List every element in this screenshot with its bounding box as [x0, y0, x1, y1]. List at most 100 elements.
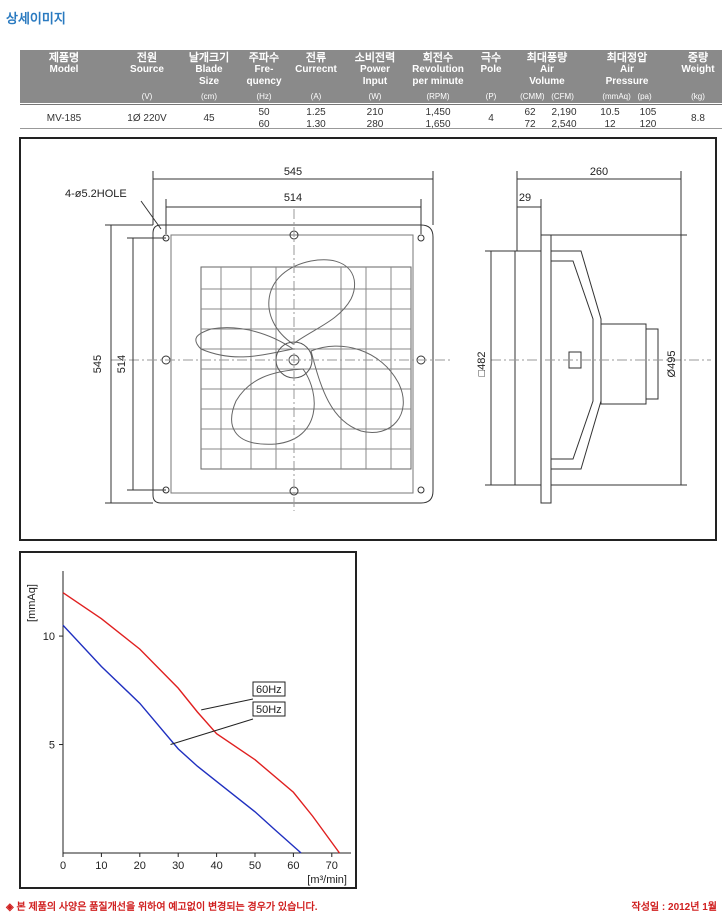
- spec-header-ko: 회전수: [422, 52, 454, 64]
- spec-header-ko: 전류: [305, 52, 327, 64]
- spec-cell-pa-0: 105: [639, 107, 657, 118]
- technical-drawing: 545 514 545 514 4-ø5.2HOLE 260 29 □482 Ø…: [19, 137, 717, 541]
- dim-side-flange: 29: [519, 192, 531, 204]
- x-axis-label: [m³/min]: [307, 874, 347, 886]
- dim-side-depth: 260: [590, 166, 608, 178]
- spec-header-en: Revolution per minute: [412, 64, 464, 87]
- spec-unit-7: (P): [485, 92, 497, 101]
- spec-cell-mmaq-0: 10.5: [600, 107, 620, 118]
- x-tick-label: 20: [134, 860, 146, 872]
- footer-date: 작성일 : 2012년 1월: [631, 902, 717, 913]
- footer-note: ◈ 본 제품의 사양은 품질개선을 위하여 예고없이 변경되는 경우가 있습니다…: [6, 902, 318, 913]
- spec-unit-4: (A): [310, 92, 322, 101]
- spec-cell-model: MV-185: [46, 113, 82, 124]
- spec-cell-mmaq-1: 12: [604, 119, 616, 130]
- series-line-60Hz: [62, 592, 341, 854]
- spec-header-ko: 최대풍량: [526, 52, 568, 64]
- spec-table-divider: [20, 104, 722, 105]
- fan-blades: [195, 259, 404, 445]
- spec-cell-pa-1: 120: [639, 119, 657, 130]
- front-plate: [152, 224, 434, 504]
- series-line-50Hz: [62, 624, 302, 854]
- dim-front-width-outer: 545: [284, 166, 302, 178]
- x-tick-label: 50: [249, 860, 261, 872]
- side-view: [485, 171, 711, 504]
- spec-cell-cfm-0: 2,190: [551, 107, 577, 118]
- spec-header-en: Blade Size: [195, 64, 223, 87]
- legend-box-1: [252, 701, 286, 717]
- spec-cell-weight: 8.8: [691, 113, 705, 124]
- spec-table-bottom-line: [20, 128, 722, 129]
- legend-label-0: 60Hz: [256, 684, 282, 696]
- spec-cell-rpm-1: 1,650: [425, 119, 451, 130]
- spec-cell-rpm-0: 1,450: [425, 107, 451, 118]
- spec-header-en: Currecnt: [295, 64, 337, 75]
- dim-front-height-inner: 514: [116, 355, 128, 373]
- spec-unit-3: (Hz): [256, 92, 272, 101]
- spec-header-ko: 전원: [136, 52, 158, 64]
- legend-label-1: 50Hz: [256, 704, 282, 716]
- x-tick-label: 0: [60, 860, 66, 872]
- spec-header-en: Model: [49, 64, 79, 75]
- fan-grille: [201, 267, 411, 469]
- dim-hole-note: 4-ø5.2HOLE: [65, 188, 127, 200]
- spec-cell-power-1: 280: [366, 119, 384, 130]
- x-tick-label: 70: [326, 860, 338, 872]
- x-tick-label: 30: [172, 860, 184, 872]
- spec-header-en: Source: [130, 64, 164, 75]
- spec-unit-5: (W): [368, 92, 382, 101]
- spec-header-ko: 중량: [687, 52, 709, 64]
- spec-cell-cfm-1: 2,540: [551, 119, 577, 130]
- spec-unit-6: (RPM): [426, 92, 450, 101]
- spec-cell-freq-0: 50: [258, 107, 270, 118]
- spec-header-en: Air Pressure: [605, 64, 649, 87]
- legend-box-0: [252, 681, 286, 697]
- dim-front-height-outer: 545: [92, 355, 104, 373]
- spec-unit-9: (mmAq) (pa): [602, 92, 652, 101]
- spec-header-ko: 날개크기: [188, 52, 230, 64]
- spec-cell-power-0: 210: [366, 107, 384, 118]
- spec-cell-current-0: 1.25: [306, 107, 326, 118]
- x-tick-label: 10: [95, 860, 107, 872]
- spec-unit-8: (CMM) (CFM): [520, 92, 574, 101]
- dim-front-width-inner: 514: [284, 192, 302, 204]
- spec-unit-10: (kg): [691, 92, 705, 101]
- spec-table-header: [20, 50, 722, 103]
- spec-cell-blade: 45: [203, 113, 215, 124]
- spec-header-ko: 제품명: [48, 52, 80, 64]
- spec-header-en: Weight: [681, 64, 715, 75]
- y-axis-label: [mmAq]: [26, 584, 38, 622]
- spec-header-en: Fre- quency: [246, 64, 282, 87]
- drawing-svg: 545 514 545 514 4-ø5.2HOLE 260 29 □482 Ø…: [65, 166, 711, 511]
- legend-leader-60hz: [201, 698, 254, 711]
- legend-leader-50hz: [170, 718, 254, 746]
- spec-unit-2: (cm): [201, 92, 217, 101]
- spec-header-ko: 주파수: [248, 52, 280, 64]
- y-tick-label: 10: [43, 631, 55, 643]
- spec-header-en: Pole: [480, 64, 502, 75]
- spec-unit-1: (V): [141, 92, 153, 101]
- spec-cell-current-1: 1.30: [306, 119, 326, 130]
- spec-header-en: Air Volume: [529, 64, 565, 87]
- spec-cell-source: 1Ø 220V: [127, 113, 167, 124]
- spec-cell-cmm-0: 62: [524, 107, 536, 118]
- x-tick-label: 40: [210, 860, 222, 872]
- spec-cell-cmm-1: 72: [524, 119, 536, 130]
- spec-header-en: Power Input: [359, 64, 391, 87]
- spec-header-ko: 소비전력: [354, 52, 396, 64]
- spec-cell-freq-1: 60: [258, 119, 270, 130]
- dim-side-diameter: Ø495: [666, 351, 678, 378]
- dim-side-square: □482: [476, 352, 488, 377]
- spec-header-ko: 최대정압: [606, 52, 648, 64]
